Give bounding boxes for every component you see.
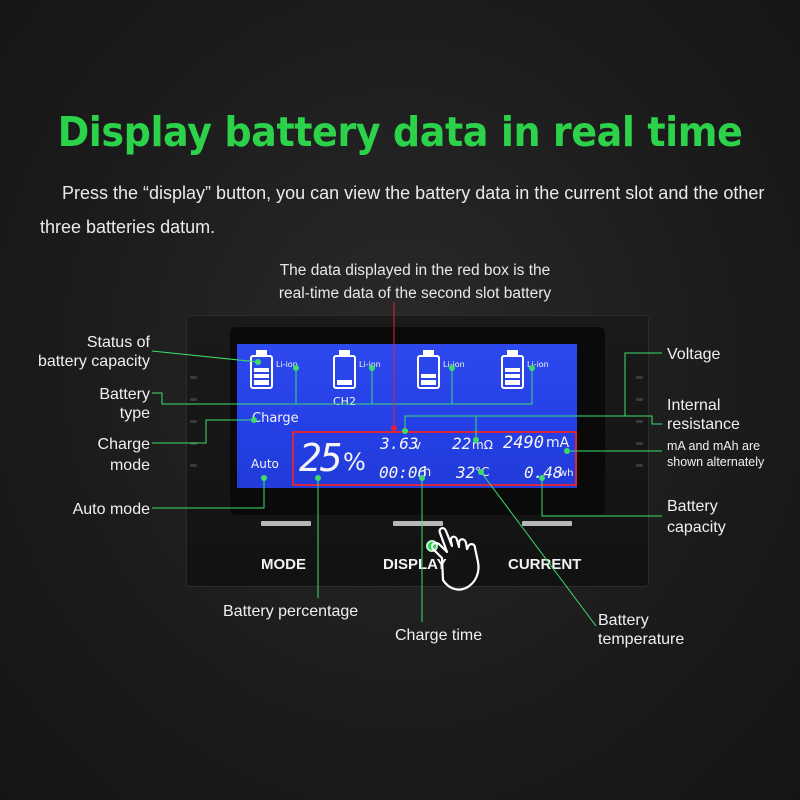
- battery-type-slot2: Li-ion: [359, 360, 381, 369]
- battery-icon: [417, 350, 440, 389]
- battery-percent-value: 25: [299, 436, 343, 480]
- red-box-note-line2: real-time data of the second slot batter…: [278, 285, 552, 302]
- battery-percent-sign: %: [343, 448, 366, 476]
- vent: [636, 442, 643, 445]
- label-temperature-line1: Battery: [598, 612, 649, 629]
- battery-type-slot3: Li-ion: [443, 360, 465, 369]
- label-charge-line1: Charge: [97, 436, 150, 453]
- current-unit: mA: [546, 435, 570, 451]
- highlight-box: [292, 431, 577, 486]
- red-box-note: The data displayed in the red box is the…: [210, 259, 620, 305]
- resistance-value: 22: [452, 434, 472, 453]
- current-value: 2490: [503, 433, 544, 453]
- battery-type-slot1: Li-ion: [276, 360, 298, 369]
- voltage-unit: v: [414, 438, 422, 452]
- temperature-value: 32: [456, 463, 476, 482]
- battery-icon: [501, 350, 524, 389]
- energy-unit: wh: [559, 468, 574, 479]
- voltage-value: 3.63: [380, 434, 419, 453]
- label-battery-percentage: Battery percentage: [223, 603, 359, 620]
- charge-mode-indicator: Charge: [252, 411, 299, 426]
- mode-button-label: MODE: [261, 556, 306, 573]
- vent: [190, 420, 197, 423]
- auto-mode-indicator: Auto: [251, 457, 279, 471]
- hand-pointer-icon: [431, 527, 480, 591]
- charge-time-unit: h: [423, 465, 432, 480]
- channel-indicator: CH2: [333, 395, 356, 408]
- current-button[interactable]: [522, 521, 572, 526]
- energy-value: 0.48: [524, 463, 563, 482]
- label-type-line1: Battery: [99, 386, 150, 403]
- battery-type-slot4: Li-ion: [527, 360, 549, 369]
- label-capacity-line2: capacity: [667, 519, 726, 536]
- red-box-note-line1: The data displayed in the red box is the: [279, 262, 551, 279]
- vent: [636, 398, 643, 401]
- battery-icon: [333, 350, 356, 389]
- display-button[interactable]: [393, 521, 443, 526]
- mode-button[interactable]: [261, 521, 311, 526]
- vent: [636, 376, 643, 379]
- display-button-label: DISPLAY: [383, 556, 447, 573]
- current-button-label: CURRENT: [508, 556, 582, 573]
- label-resistance-line1: Internal: [667, 397, 721, 414]
- label-auto-mode: Auto mode: [72, 501, 150, 518]
- label-status-line2: battery capacity: [37, 353, 150, 370]
- label-charge-line2: mode: [109, 457, 150, 474]
- label-alternate-line2: shown alternately: [667, 455, 765, 469]
- label-status-line1: Status of: [86, 334, 150, 351]
- label-charge-time: Charge time: [395, 627, 483, 644]
- headline: Display battery data in real time: [57, 108, 743, 156]
- vent: [636, 464, 643, 467]
- label-resistance-line2: resistance: [667, 416, 740, 433]
- label-type-line2: type: [119, 405, 150, 422]
- label-temperature-line2: temperature: [598, 631, 685, 648]
- vent: [636, 420, 643, 423]
- label-alternate-line1: mA and mAh are: [667, 439, 761, 453]
- vent: [190, 464, 197, 467]
- battery-icon: [250, 350, 273, 389]
- label-voltage: Voltage: [667, 346, 721, 363]
- intro-text: Press the “display” button, you can view…: [40, 183, 765, 237]
- vent: [190, 376, 197, 379]
- vent: [190, 398, 197, 401]
- charge-time-value: 00:06: [379, 463, 428, 482]
- label-capacity-line1: Battery: [667, 498, 718, 515]
